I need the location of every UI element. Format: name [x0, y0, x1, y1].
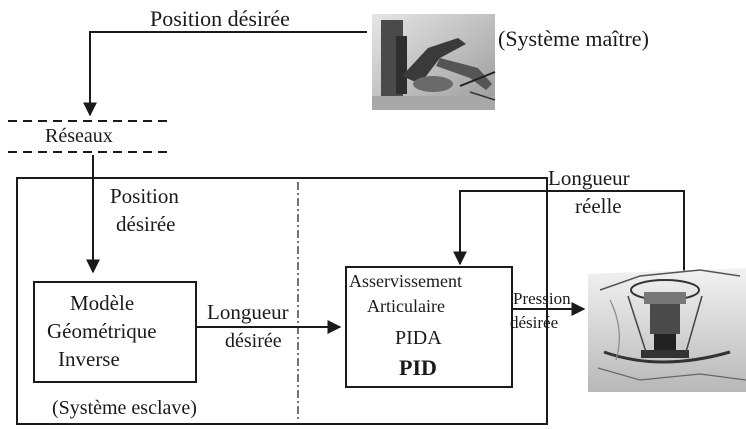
- master-robot-photo: [372, 14, 496, 110]
- slave-position-label-line2: désirée: [116, 212, 176, 236]
- master-to-network-arrow: [83, 31, 367, 117]
- joint-control-box: [345, 266, 513, 388]
- master-position-label: Position désirée: [150, 6, 290, 31]
- real-length-line2: réelle: [575, 194, 622, 218]
- slave-system-border: [16, 177, 548, 425]
- control-line3: PIDA: [395, 327, 442, 349]
- model-line2: Géométrique: [47, 319, 157, 343]
- feedback-arrow: [453, 190, 685, 272]
- control-line2: Articulaire: [367, 296, 445, 316]
- network-label: Réseaux: [45, 125, 113, 147]
- inverse-model-box: [33, 281, 197, 383]
- slave-system-label: (Système esclave): [52, 397, 197, 419]
- desired-length-line2: désirée: [225, 330, 282, 352]
- slave-robot-photo: [588, 268, 746, 392]
- control-line4: PID: [399, 355, 437, 380]
- slave-position-label-line1: Position: [110, 184, 179, 208]
- pressure-line2: désirée: [510, 313, 559, 332]
- model-line1: Modèle: [70, 291, 135, 315]
- desired-length-line1: Longueur: [207, 300, 289, 324]
- master-system-label: (Système maître): [498, 26, 649, 51]
- real-length-line1: Longueur: [548, 166, 630, 190]
- pressure-line1: Pression: [513, 289, 571, 308]
- model-line3: Inverse: [58, 347, 120, 371]
- control-line1: Asservissement: [349, 271, 462, 291]
